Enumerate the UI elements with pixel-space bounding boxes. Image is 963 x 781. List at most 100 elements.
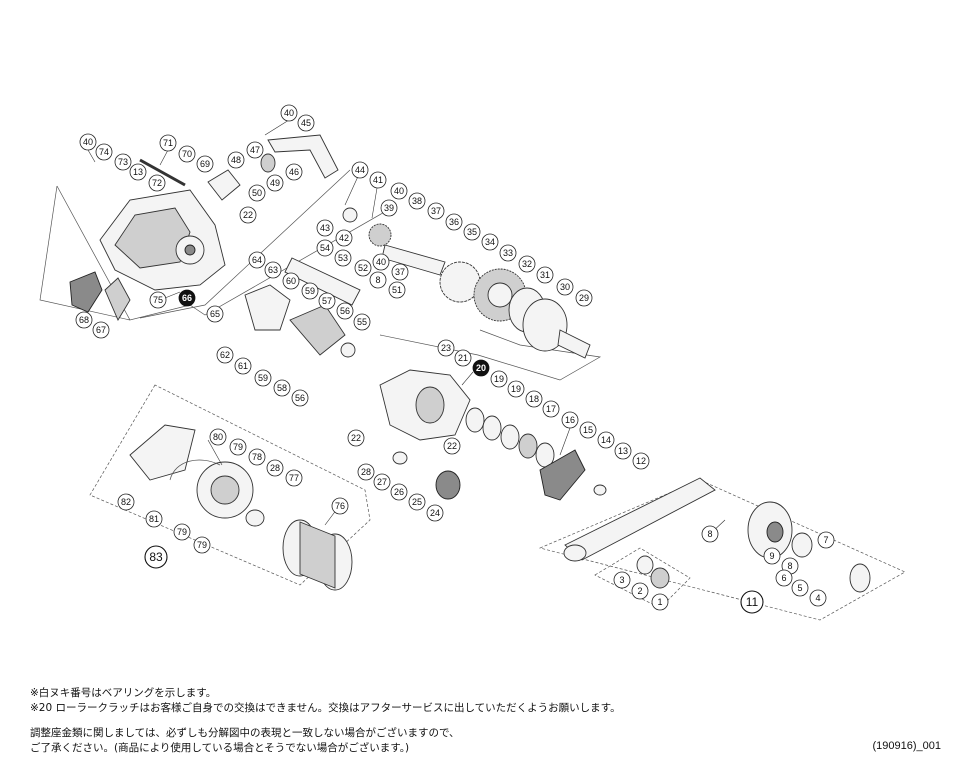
svg-text:75: 75 xyxy=(153,295,163,305)
note-roller-clutch: ※20 ローラークラッチはお客様ご自身での交換はできません。交換はアフターサービ… xyxy=(30,702,621,714)
callout-45: 45 xyxy=(297,114,315,132)
svg-text:63: 63 xyxy=(268,265,278,275)
svg-text:41: 41 xyxy=(373,175,383,185)
callout-79c: 79 xyxy=(193,536,211,554)
callout-62: 62 xyxy=(216,346,234,364)
callout-8a: 8 xyxy=(369,271,387,289)
callout-17: 17 xyxy=(542,400,560,418)
svg-text:13: 13 xyxy=(133,167,143,177)
svg-text:22: 22 xyxy=(351,433,361,443)
svg-text:16: 16 xyxy=(565,415,575,425)
callout-53: 53 xyxy=(334,249,352,267)
callout-39: 39 xyxy=(380,199,398,217)
callout-22a: 22 xyxy=(239,206,257,224)
svg-text:55: 55 xyxy=(357,317,367,327)
callout-59b: 59 xyxy=(254,369,272,387)
svg-text:23: 23 xyxy=(441,343,451,353)
callout-6: 6 xyxy=(775,569,793,587)
svg-text:78: 78 xyxy=(252,452,262,462)
svg-text:40: 40 xyxy=(284,108,294,118)
part-number-callouts: 40 45 40 74 73 13 72 71 70 69 47 48 46 4… xyxy=(75,104,835,611)
svg-text:72: 72 xyxy=(152,178,162,188)
callout-69: 69 xyxy=(196,155,214,173)
callout-38: 38 xyxy=(408,192,426,210)
svg-text:18: 18 xyxy=(529,394,539,404)
callout-13a: 13 xyxy=(129,163,147,181)
spool-cover-part xyxy=(129,424,196,481)
svg-text:33: 33 xyxy=(503,248,513,258)
svg-text:8: 8 xyxy=(375,275,380,285)
svg-text:2: 2 xyxy=(637,586,642,596)
svg-text:76: 76 xyxy=(335,501,345,511)
callout-2: 2 xyxy=(631,582,649,600)
callout-68: 68 xyxy=(75,311,93,329)
callout-36: 36 xyxy=(445,213,463,231)
svg-text:20: 20 xyxy=(476,363,486,373)
svg-text:53: 53 xyxy=(338,253,348,263)
svg-text:58: 58 xyxy=(277,383,287,393)
svg-text:24: 24 xyxy=(430,508,440,518)
callout-13b: 13 xyxy=(614,442,632,460)
callout-74: 74 xyxy=(95,143,113,161)
callout-21: 21 xyxy=(454,349,472,367)
svg-text:69: 69 xyxy=(200,159,210,169)
callout-3: 3 xyxy=(613,571,631,589)
callout-67: 67 xyxy=(92,321,110,339)
svg-text:49: 49 xyxy=(270,178,280,188)
callout-82: 82 xyxy=(117,493,135,511)
callout-65: 65 xyxy=(206,305,224,323)
callout-46: 46 xyxy=(285,163,303,181)
callout-8b: 8 xyxy=(701,525,719,543)
callout-58: 58 xyxy=(273,379,291,397)
svg-text:60: 60 xyxy=(286,276,296,286)
svg-text:65: 65 xyxy=(210,309,220,319)
svg-text:34: 34 xyxy=(485,237,495,247)
callout-16: 16 xyxy=(561,411,579,429)
callout-26: 26 xyxy=(390,483,408,501)
svg-text:73: 73 xyxy=(118,157,128,167)
callout-43: 43 xyxy=(316,219,334,237)
svg-text:22: 22 xyxy=(447,441,457,451)
svg-text:66: 66 xyxy=(182,293,192,303)
svg-text:51: 51 xyxy=(392,285,402,295)
callout-51: 51 xyxy=(388,281,406,299)
callout-52: 52 xyxy=(354,259,372,277)
cover-part xyxy=(69,271,103,313)
callout-27: 27 xyxy=(373,473,391,491)
callout-63: 63 xyxy=(264,261,282,279)
callout-61: 61 xyxy=(234,357,252,375)
callout-35: 35 xyxy=(463,223,481,241)
svg-text:52: 52 xyxy=(358,263,368,273)
svg-text:5: 5 xyxy=(797,583,802,593)
svg-text:77: 77 xyxy=(289,473,299,483)
callout-47: 47 xyxy=(246,141,264,159)
callout-56b: 56 xyxy=(291,389,309,407)
svg-text:71: 71 xyxy=(163,138,173,148)
callout-31: 31 xyxy=(536,266,554,284)
svg-text:38: 38 xyxy=(412,196,422,206)
svg-text:12: 12 xyxy=(636,456,646,466)
note-bearing: ※白ヌキ番号はベアリングを示します。 xyxy=(30,687,217,699)
callout-1: 1 xyxy=(651,593,669,611)
svg-text:46: 46 xyxy=(289,167,299,177)
callout-14: 14 xyxy=(597,431,615,449)
svg-text:56: 56 xyxy=(340,306,350,316)
svg-text:43: 43 xyxy=(320,223,330,233)
assembly-group-labels: 83 11 xyxy=(144,545,764,614)
callout-77: 77 xyxy=(285,469,303,487)
svg-text:30: 30 xyxy=(560,282,570,292)
callout-28a: 28 xyxy=(357,463,375,481)
svg-text:67: 67 xyxy=(96,325,106,335)
svg-text:7: 7 xyxy=(823,535,828,545)
callout-5: 5 xyxy=(791,579,809,597)
svg-text:61: 61 xyxy=(238,361,248,371)
svg-text:17: 17 xyxy=(546,404,556,414)
callout-56a: 56 xyxy=(336,302,354,320)
callout-60: 60 xyxy=(282,272,300,290)
svg-text:9: 9 xyxy=(769,551,774,561)
callout-40c: 40 xyxy=(390,182,408,200)
callout-75: 75 xyxy=(149,291,167,309)
svg-text:11: 11 xyxy=(746,595,759,609)
svg-text:64: 64 xyxy=(252,255,262,265)
